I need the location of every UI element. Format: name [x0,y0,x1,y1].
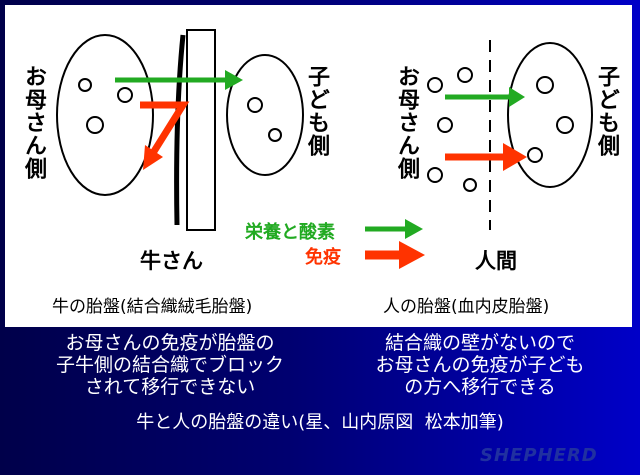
human-explanation: 結合織の壁がないので お母さんの免疫が子ども の方へ移行できる [375,332,585,398]
cow-child-side-label: 子ども側 [304,65,329,157]
human-placenta-caption: 人の胎盤(血内皮胎盤) [383,297,550,317]
legend-arrow-nutrition [365,219,423,239]
immunity-arrow-human [445,143,527,171]
nutrition-arrow-cow [115,70,243,90]
cow-mother-side-label: お母さん側 [21,65,46,180]
cow-fetal-villus [226,54,304,176]
human-mother-side-label: お母さん側 [394,65,419,180]
human-fetal-villus [507,42,593,188]
diagram-panel: お母さん側 子ども側 お母さん側 子ども側 牛さん 人間 栄養と酸素 免疫 牛の… [5,5,632,327]
cow-connective-wall [174,34,186,226]
cow-placenta-caption: 牛の胎盤(結合織絨毛胎盤) [52,297,253,317]
shepherd-logo: SHEPHERD [480,445,598,466]
legend-immunity-label: 免疫 [305,247,341,268]
legend-arrow-immunity [365,241,425,269]
human-child-side-label: 子ども側 [594,65,619,157]
cow-cell-layer [186,29,216,231]
cow-label: 牛さん [140,249,203,273]
cow-maternal-villus [56,34,154,196]
cow-explanation: お母さんの免疫が胎盤の 子牛側の結合織でブロック されて移行できない [55,332,284,398]
footer-caption: 牛と人の胎盤の違い(星、山内原図 松本加筆) [136,412,504,433]
nutrition-arrow-human [445,87,525,107]
placenta-drawing [56,29,593,269]
human-label: 人間 [475,249,517,273]
legend-nutrition-label: 栄養と酸素 [245,222,335,243]
immunity-arrow-cow-blocked [140,101,190,155]
